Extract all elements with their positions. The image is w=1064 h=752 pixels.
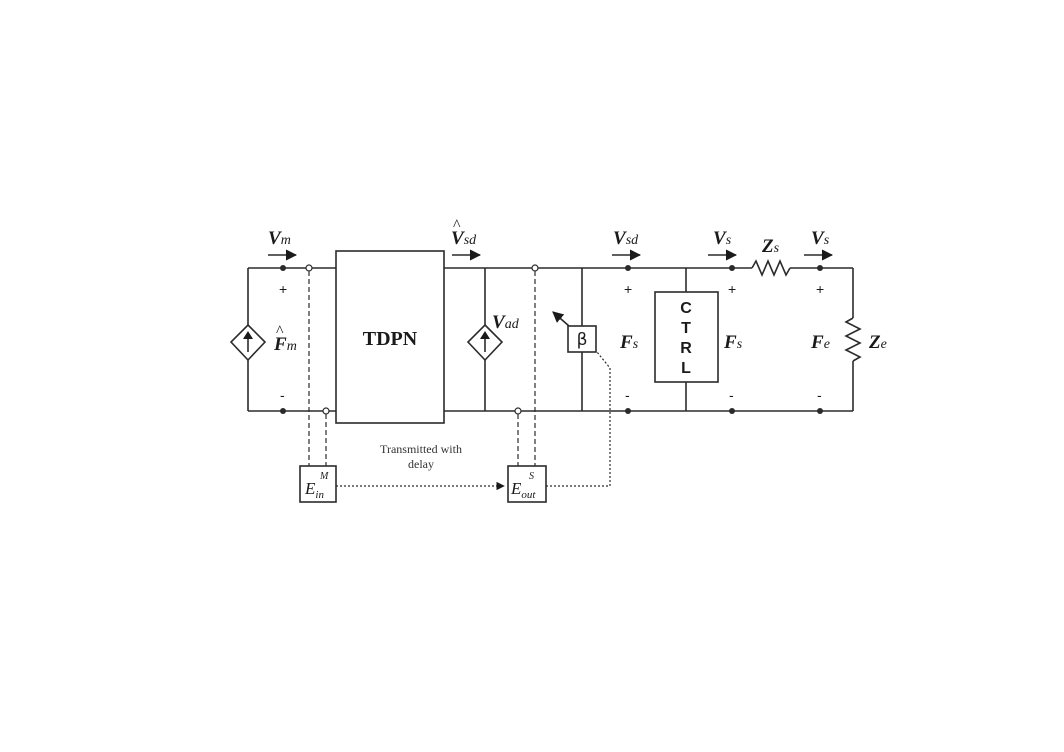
encoder-in-label: Ein [304,479,324,501]
vad-source [466,268,504,411]
label-vad: Vad [492,312,520,333]
ze-resistor [844,268,862,411]
label-vs-1: Vs [713,228,732,249]
minus-sign: - [625,387,630,403]
encoder-out-label: Eout [510,479,536,501]
master-force-source [229,268,267,411]
label-vsd-hat: Vsd [451,228,477,249]
minus-sign: - [817,387,822,403]
encoder-in-superscript: M [319,471,329,482]
plus-sign: + [728,281,736,297]
encoder-out-box [507,465,547,503]
ctrl-letter: C [680,300,692,317]
label-vm: Vm [268,228,291,249]
hat-fm: ^ [276,323,284,340]
plus-sign: + [816,281,824,297]
ctrl-label: C T R L [680,300,692,377]
hat-vsd: ^ [453,217,461,234]
encoder-in-box [299,465,337,503]
minus-sign: - [729,387,734,403]
beta-block [567,325,597,353]
label-vs-2: Vs [811,228,830,249]
beta-label: β [577,330,588,350]
label-ze: Ze [868,332,887,353]
label-fs-2: Fs [723,332,743,353]
plus-sign: + [279,281,287,297]
tdpn-label: TDPN [363,328,418,350]
plus-sign: + [624,281,632,297]
label-fm: Fm [273,334,297,355]
label-zs: Zs [761,236,780,257]
ctrl-letter: T [681,320,691,337]
zs-resistor [751,258,791,278]
polarity-signs: + - + - + - + - [279,281,824,403]
label-vsd: Vsd [613,228,639,249]
encoder-out-superscript: S [529,471,534,482]
ctrl-letter: L [681,360,691,377]
beta-feedback-line [546,351,611,487]
measurement-lines [308,271,536,466]
label-fe: Fe [810,332,830,353]
tdpn-block [335,250,445,424]
beta-arrow [552,311,570,327]
delay-note-line2: delay [408,457,434,471]
ctrl-letter: R [680,340,692,357]
label-fs-1: Fs [619,332,639,353]
minus-sign: - [280,387,285,403]
ctrl-branch [654,268,719,411]
delay-note-line1: Transmitted with [380,442,462,456]
